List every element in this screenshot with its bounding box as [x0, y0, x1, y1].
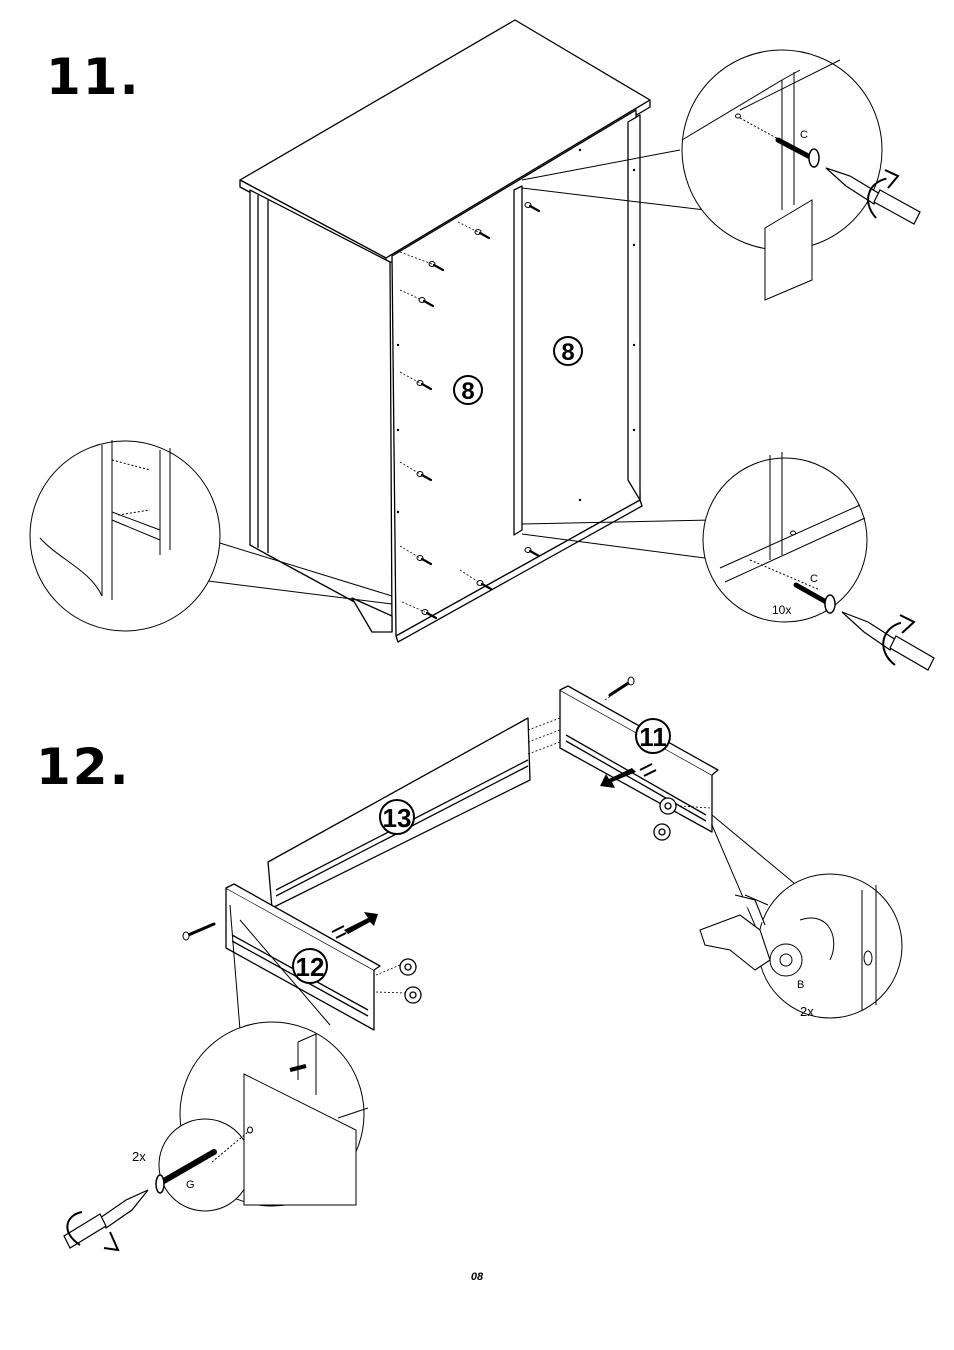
- callout-cam-count-label: 2x: [800, 1004, 814, 1019]
- part-label-12: 12: [293, 949, 327, 983]
- part-label-8-right: 8: [554, 337, 582, 366]
- screw-icon: [183, 924, 214, 940]
- part-label-8-left: 8: [454, 376, 482, 405]
- page-number: 08: [0, 1271, 954, 1283]
- cam-lock-icon: [400, 798, 676, 1003]
- callout-cam-letter-label: B: [797, 979, 804, 991]
- callout-screw-count-label: 2x: [132, 1149, 146, 1164]
- callout-bottom-count-label: 10x: [772, 603, 791, 617]
- part-label-11: 11: [636, 719, 670, 753]
- part-label-13: 13: [380, 800, 414, 834]
- push-arrow-icon: [332, 912, 378, 938]
- callout-bottom-screw-label: C: [810, 573, 818, 585]
- part-12-text: 12: [296, 952, 325, 982]
- part-13-text: 13: [383, 803, 412, 833]
- part-11-text: 11: [639, 722, 667, 752]
- wardrobe-carcass: [240, 20, 650, 642]
- screwdriver-icon: [64, 1190, 148, 1248]
- hand-icon: [700, 895, 770, 970]
- screwdriver-icon: [842, 612, 934, 670]
- callout-top-screw-label: C: [800, 129, 808, 141]
- callout-screw-letter-label: G: [186, 1179, 195, 1191]
- screw-icon: [610, 677, 634, 695]
- part-8-right-text: 8: [561, 339, 574, 366]
- drawer-right-panel: [560, 686, 718, 832]
- part-8-left-text: 8: [461, 378, 474, 405]
